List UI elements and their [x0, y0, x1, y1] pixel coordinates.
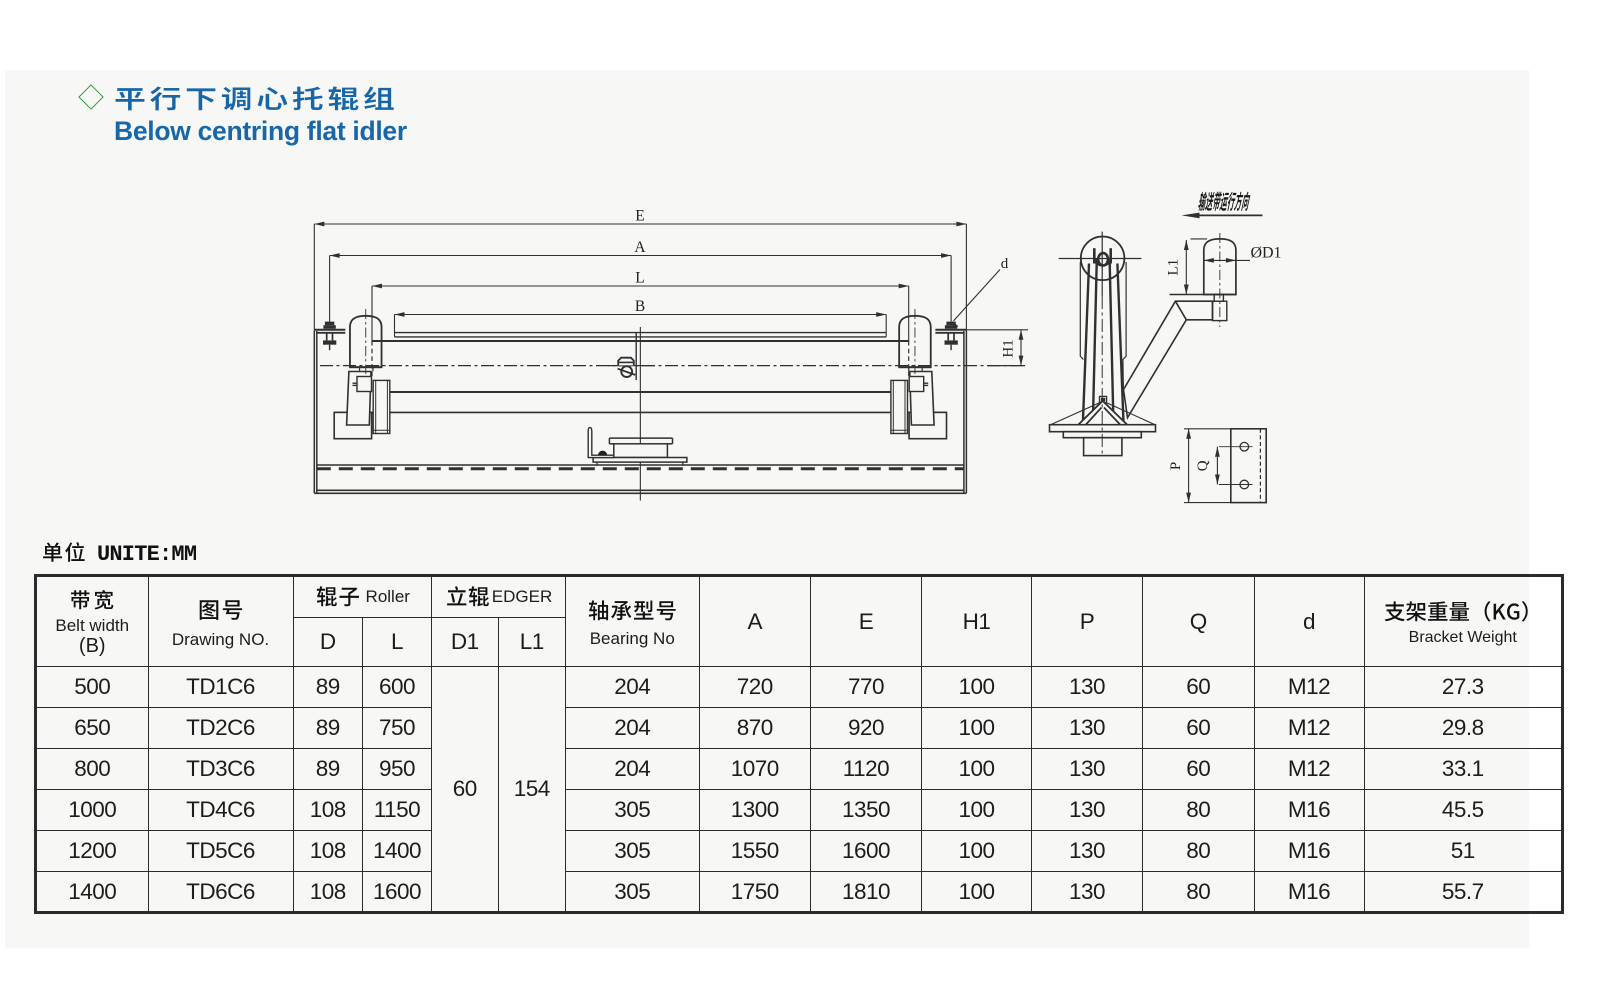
- svg-text:d: d: [1001, 256, 1009, 272]
- svg-text:H1: H1: [1001, 339, 1017, 357]
- svg-text:Q: Q: [1195, 460, 1211, 471]
- svg-text:L1: L1: [1166, 259, 1182, 276]
- svg-text:B: B: [635, 298, 645, 315]
- svg-text:A: A: [634, 239, 646, 256]
- svg-text:P: P: [1168, 462, 1184, 470]
- svg-text:E: E: [635, 208, 644, 225]
- svg-text:L: L: [635, 270, 644, 287]
- svg-text:ØD1: ØD1: [1250, 245, 1281, 262]
